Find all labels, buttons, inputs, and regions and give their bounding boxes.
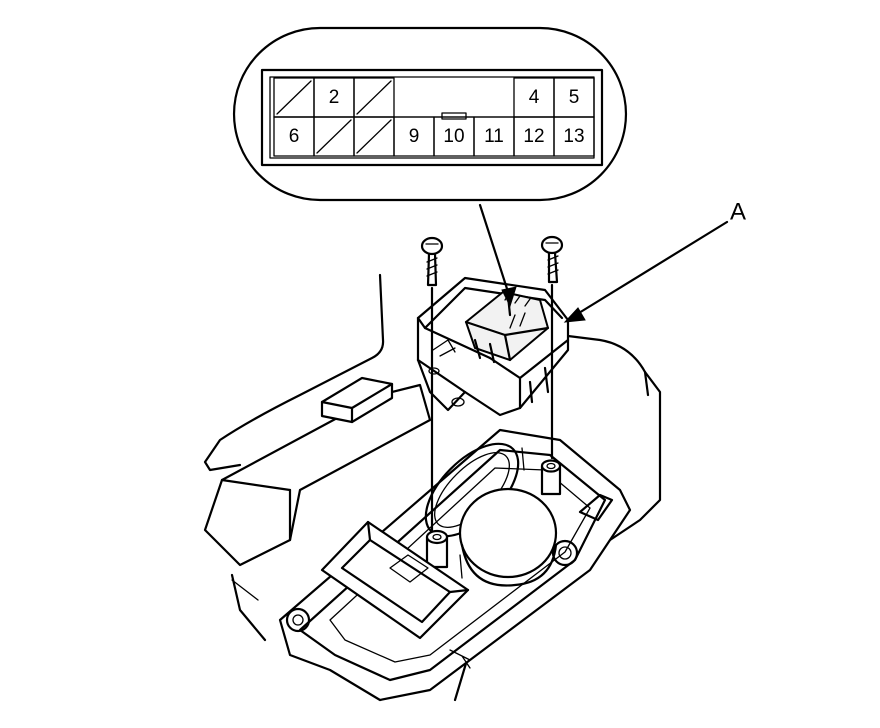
pin-label: 2 [329,87,340,108]
left-switch-block [203,376,432,567]
switch-module-connector [464,291,550,364]
pin-cell-empty-mark [316,119,352,154]
pin-label: 9 [409,126,420,147]
connector-key-tab [441,112,467,120]
screw-right [540,235,564,284]
pin-cell-empty-mark [276,80,312,115]
mounting-boss-left [425,529,463,579]
pin-label: 5 [569,87,580,108]
screw-left [420,236,444,287]
pin-label: 10 [443,126,464,147]
receptacle-socket [320,520,470,640]
pin-label: 11 [484,126,504,147]
bezel-tray [278,428,632,702]
install-guide-lines [430,283,554,532]
pin-label: 6 [289,126,300,147]
callout-a: A [563,199,746,323]
pin-cell [553,116,595,157]
pin-cell-empty-mark [356,80,392,115]
bezel-cup-opening [458,487,558,587]
connector-view-callout: 2 4 5 6 9 10 11 12 13 [232,26,628,202]
connector-pin-grid: 2 4 5 6 9 10 11 12 13 [273,77,595,157]
pin-cell-empty-mark [356,119,392,154]
label-part-a: A [730,199,746,226]
connector-leader [478,203,517,308]
pin-label: 4 [529,87,540,108]
mounting-boss-right [521,447,562,496]
pin-label: 13 [563,126,584,147]
pin-label: 12 [523,126,544,147]
